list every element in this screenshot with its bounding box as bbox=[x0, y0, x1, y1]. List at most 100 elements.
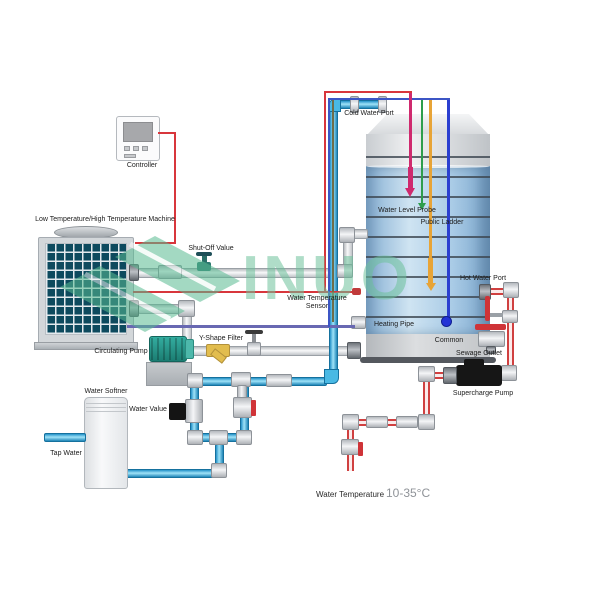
green-probe-arrow bbox=[418, 203, 426, 210]
cold-water-port-label: Cold Water Port bbox=[344, 110, 394, 117]
pipe-elbow bbox=[187, 373, 203, 388]
controller-wire bbox=[174, 132, 176, 244]
wire-blue-top bbox=[328, 98, 450, 100]
water-temp-sensor-line1: Water Temperature bbox=[287, 295, 347, 302]
orange-probe-wire bbox=[429, 100, 432, 260]
pipe-elbow-cyan bbox=[324, 369, 339, 384]
pipe-coupling bbox=[502, 310, 518, 323]
water-temp-note: Water Temperature 10-35°C bbox=[316, 486, 430, 500]
pipe-elbow bbox=[236, 430, 252, 445]
hot-pipe bbox=[507, 296, 514, 313]
water-level-probe-arrow bbox=[405, 188, 415, 197]
hot-pipe bbox=[490, 288, 506, 295]
cold-port-flange bbox=[378, 96, 387, 113]
tap-water-label: Tap Water bbox=[50, 450, 82, 457]
common-label: Common bbox=[434, 337, 464, 344]
controller-button bbox=[142, 146, 148, 151]
pipe-elbow bbox=[187, 430, 203, 445]
bypass-valve-body bbox=[233, 397, 252, 418]
pipe-coupling bbox=[366, 416, 388, 428]
water-temp-note-value: 10-35°C bbox=[385, 486, 431, 500]
machine-port-fitting bbox=[129, 264, 139, 281]
pipe-valve-icon bbox=[252, 334, 256, 343]
hot-pipe bbox=[423, 380, 430, 417]
hot-pipe bbox=[507, 321, 514, 369]
temp-sensor-probe-nub bbox=[352, 288, 361, 295]
cold-port-pipe bbox=[357, 100, 380, 109]
water-temp-sensor-line2: Sensor bbox=[305, 303, 329, 311]
machine-coil-grid bbox=[45, 243, 127, 335]
water-level-probe-tip bbox=[408, 167, 413, 189]
sewage-valve-stub bbox=[486, 346, 496, 354]
public-ladder-label: Public Ladder bbox=[420, 219, 464, 226]
pipe-elbow bbox=[339, 227, 355, 243]
softener-groove bbox=[86, 403, 126, 404]
sewage-outlet-label: Sewage Outlet bbox=[456, 350, 502, 357]
return-pipe bbox=[138, 304, 182, 314]
y-shape-filter-label: Y-Shape Filter bbox=[198, 335, 244, 342]
outlet-valve-body bbox=[341, 439, 359, 455]
pipe-elbow bbox=[501, 365, 517, 381]
common-probe-wire bbox=[447, 100, 450, 318]
bypass-valve-handle bbox=[251, 400, 256, 416]
supercharge-pump-top bbox=[464, 359, 484, 367]
tap-water-pipe bbox=[44, 433, 86, 442]
water-softener-tank bbox=[84, 397, 128, 489]
orange-probe-tip bbox=[428, 258, 433, 284]
shut-off-valve-label: Shut-Off Value bbox=[188, 245, 234, 252]
water-softner-label: Water Softner bbox=[84, 388, 128, 395]
pipe-coupling bbox=[158, 265, 182, 279]
hot-water-port-label: Hot Water Port bbox=[459, 275, 507, 282]
pipe-tee bbox=[209, 430, 228, 445]
sewage-valve-handle bbox=[475, 324, 506, 330]
supercharge-pump-body bbox=[456, 365, 502, 386]
hot-pipe bbox=[358, 419, 420, 426]
supercharge-pump-label: Supercharge Pump bbox=[452, 390, 514, 397]
valve-stem bbox=[490, 313, 503, 317]
cold-loop-top-pipe bbox=[201, 377, 327, 386]
heating-pipe-label: Heating Pipe bbox=[373, 321, 415, 328]
tank-base bbox=[360, 357, 496, 363]
pipe-valve-body bbox=[247, 342, 261, 356]
hot-pipe bbox=[347, 428, 354, 441]
controller-button bbox=[133, 146, 139, 151]
pipe-elbow bbox=[342, 414, 359, 430]
circulating-pump-body bbox=[149, 336, 187, 362]
common-probe-dot bbox=[441, 316, 452, 327]
hot-pipe bbox=[426, 372, 444, 379]
controller-wire bbox=[135, 242, 176, 244]
tank-bands bbox=[366, 138, 490, 336]
pipe-coupling bbox=[396, 416, 418, 428]
water-level-probe-wire bbox=[409, 93, 412, 169]
water-temp-sensor-label: Water Temperature Sensor bbox=[262, 295, 372, 312]
pump-coupling bbox=[443, 367, 457, 384]
controller-button bbox=[124, 146, 130, 151]
wire-red-top bbox=[324, 91, 412, 93]
circulating-pump-cap bbox=[185, 339, 194, 359]
pipe-elbow bbox=[418, 366, 435, 382]
softener-outlet-pipe bbox=[122, 469, 214, 478]
circulating-pump-fins bbox=[151, 338, 185, 360]
shut-off-valve-icon bbox=[197, 262, 211, 271]
water-level-probe-label: Water Level Probe bbox=[378, 207, 436, 214]
tank-return-fitting bbox=[347, 342, 361, 359]
pipe-elbow bbox=[211, 463, 227, 478]
softener-groove bbox=[86, 407, 126, 408]
valve-handle bbox=[485, 296, 490, 321]
hot-pipe bbox=[347, 454, 354, 471]
heating-pipe-wire bbox=[127, 325, 355, 328]
water-valve-fitting bbox=[185, 399, 203, 423]
sewage-valve-body bbox=[478, 331, 505, 347]
controller-button-bar bbox=[124, 154, 136, 158]
pipe-elbow bbox=[503, 282, 519, 298]
tank-dome bbox=[366, 114, 490, 136]
water-value-label: Water Value bbox=[129, 406, 167, 413]
pipe-valve-icon bbox=[245, 330, 263, 334]
machine-base bbox=[34, 342, 138, 350]
outlet-valve-handle bbox=[358, 442, 363, 456]
water-valve-icon bbox=[169, 403, 186, 420]
machine-port-fitting bbox=[129, 300, 139, 317]
wire-blue-riser bbox=[328, 98, 330, 327]
pipe-coupling bbox=[266, 374, 292, 387]
